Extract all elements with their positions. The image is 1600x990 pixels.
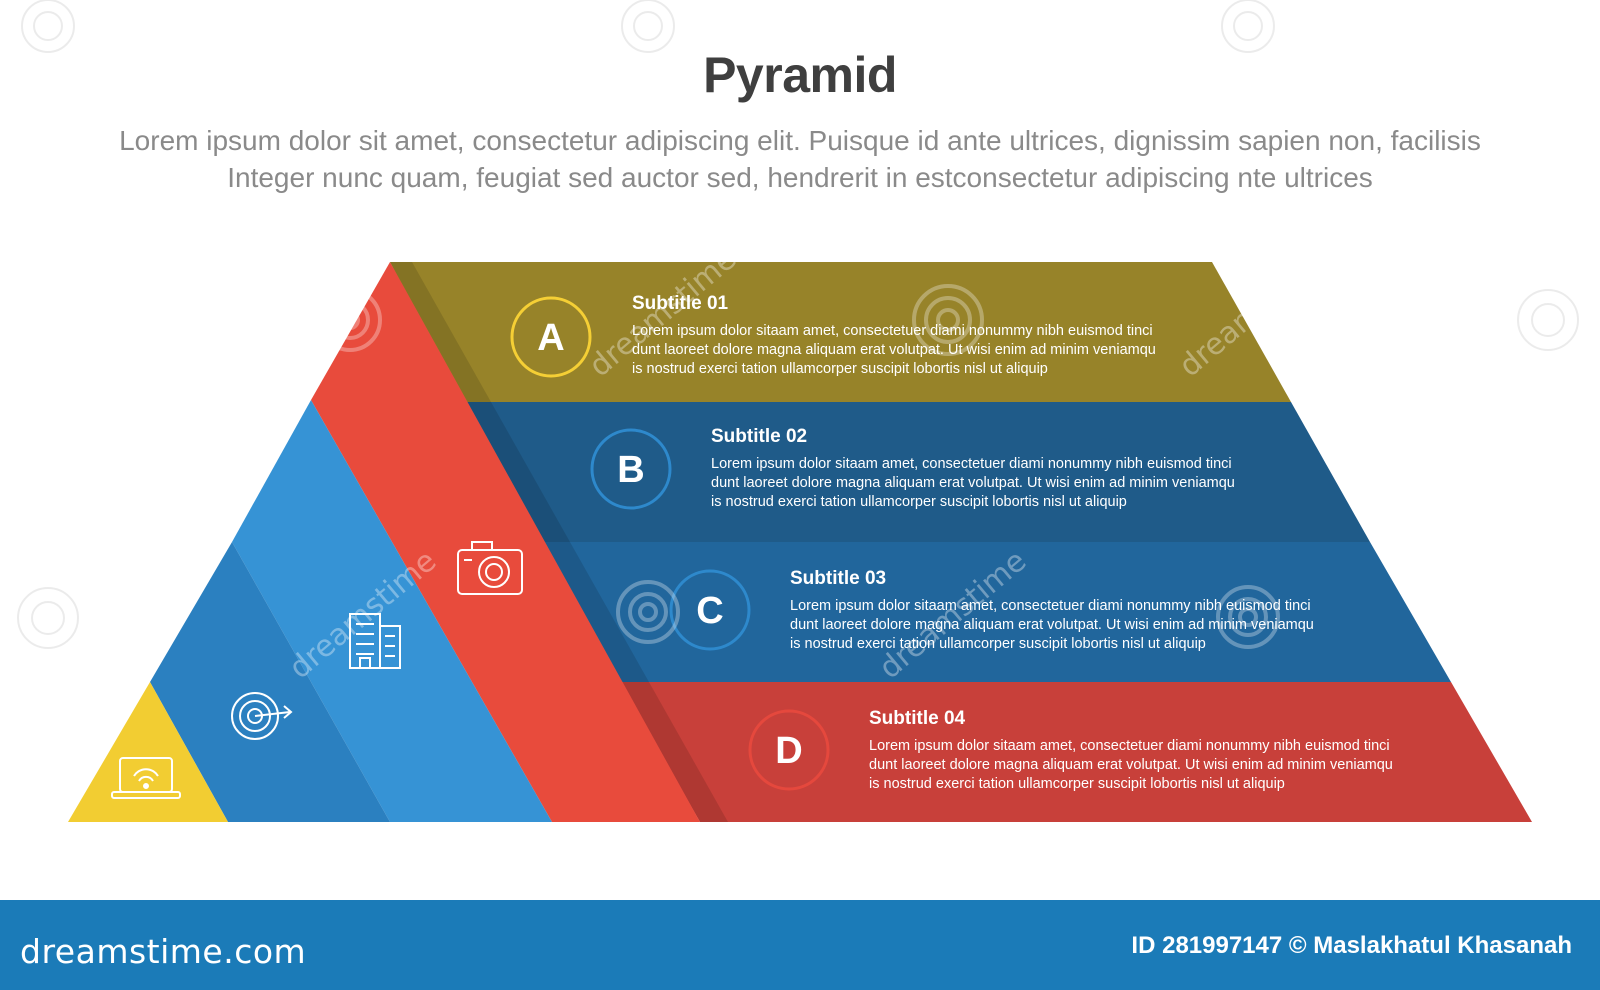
item-b-line-3: is nostrud exerci tation ullamcorper sus… <box>711 494 1127 510</box>
footer-logo: dreamstime.com <box>20 932 307 971</box>
item-a-line-1: Lorem ipsum dolor sitaam amet, consectet… <box>632 323 1153 339</box>
item-a-text: Subtitle 01 Lorem ipsum dolor sitaam ame… <box>632 293 1156 377</box>
subtitle-c: Subtitle 03 <box>790 568 886 589</box>
item-b-line-2: dunt laoreet dolore magna aliquam erat v… <box>711 475 1235 491</box>
band-a <box>390 262 1291 402</box>
page-title: Pyramid <box>703 47 897 103</box>
footer-bar: dreamstime.com ID 281997147 © Maslakhatu… <box>0 900 1600 990</box>
item-a-line-3: is nostrud exerci tation ullamcorper sus… <box>632 361 1048 377</box>
item-d-line-2: dunt laoreet dolore magna aliquam erat v… <box>869 757 1393 773</box>
band-d <box>620 682 1532 822</box>
red-strip <box>311 262 700 822</box>
intro-line-2: Integer nunc quam, feugiat sed auctor se… <box>227 162 1373 193</box>
footer-credit: ID 281997147 © Maslakhatul Khasanah <box>1131 932 1572 959</box>
building-icon <box>349 613 401 669</box>
band-b <box>462 402 1370 542</box>
item-b-text: Subtitle 02 Lorem ipsum dolor sitaam ame… <box>711 426 1235 510</box>
watermark-swirl-bg <box>17 0 1579 649</box>
item-a-line-2: dunt laoreet dolore magna aliquam erat v… <box>632 342 1156 358</box>
yellow-corner <box>68 682 228 822</box>
subtitle-d: Subtitle 04 <box>869 708 966 729</box>
item-b-line-1: Lorem ipsum dolor sitaam amet, consectet… <box>711 456 1232 472</box>
circle-c: C <box>669 569 751 651</box>
watermark-swirl-1 <box>912 284 984 356</box>
circle-d: D <box>748 709 830 791</box>
intro-text: Lorem ipsum dolor sit amet, consectetur … <box>0 122 1600 196</box>
item-d-text: Subtitle 04 Lorem ipsum dolor sitaam ame… <box>869 708 1393 792</box>
letter-c: C <box>696 590 723 632</box>
watermark-swirl-4 <box>318 288 382 352</box>
subtitle-a: Subtitle 01 <box>632 293 729 314</box>
circle-a: A <box>510 296 592 378</box>
camera-icon <box>457 541 523 595</box>
intro-line-1: Lorem ipsum dolor sit amet, consectetur … <box>119 125 1481 156</box>
item-d-line-1: Lorem ipsum dolor sitaam amet, consectet… <box>869 738 1390 754</box>
blue-strip-left <box>150 542 390 822</box>
watermark-swirl-2 <box>616 580 680 644</box>
laptop-wifi-icon <box>111 757 181 799</box>
item-d-line-3: is nostrud exerci tation ullamcorper sus… <box>869 776 1285 792</box>
item-c-line-2: dunt laoreet dolore magna aliquam erat v… <box>790 617 1314 633</box>
letter-a: A <box>537 317 564 359</box>
letter-b: B <box>617 449 644 491</box>
item-c-text: Subtitle 03 Lorem ipsum dolor sitaam ame… <box>790 568 1314 652</box>
circle-b: B <box>590 428 672 510</box>
target-icon <box>231 692 293 740</box>
item-c-line-1: Lorem ipsum dolor sitaam amet, consectet… <box>790 598 1311 614</box>
subtitle-b: Subtitle 02 <box>711 426 807 447</box>
letter-d: D <box>775 730 802 772</box>
item-c-line-3: is nostrud exerci tation ullamcorper sus… <box>790 636 1206 652</box>
blue-strip-right <box>232 400 552 822</box>
watermark-swirl-3 <box>1216 585 1280 649</box>
band-edge-shadow <box>390 262 728 822</box>
band-c <box>541 542 1451 682</box>
